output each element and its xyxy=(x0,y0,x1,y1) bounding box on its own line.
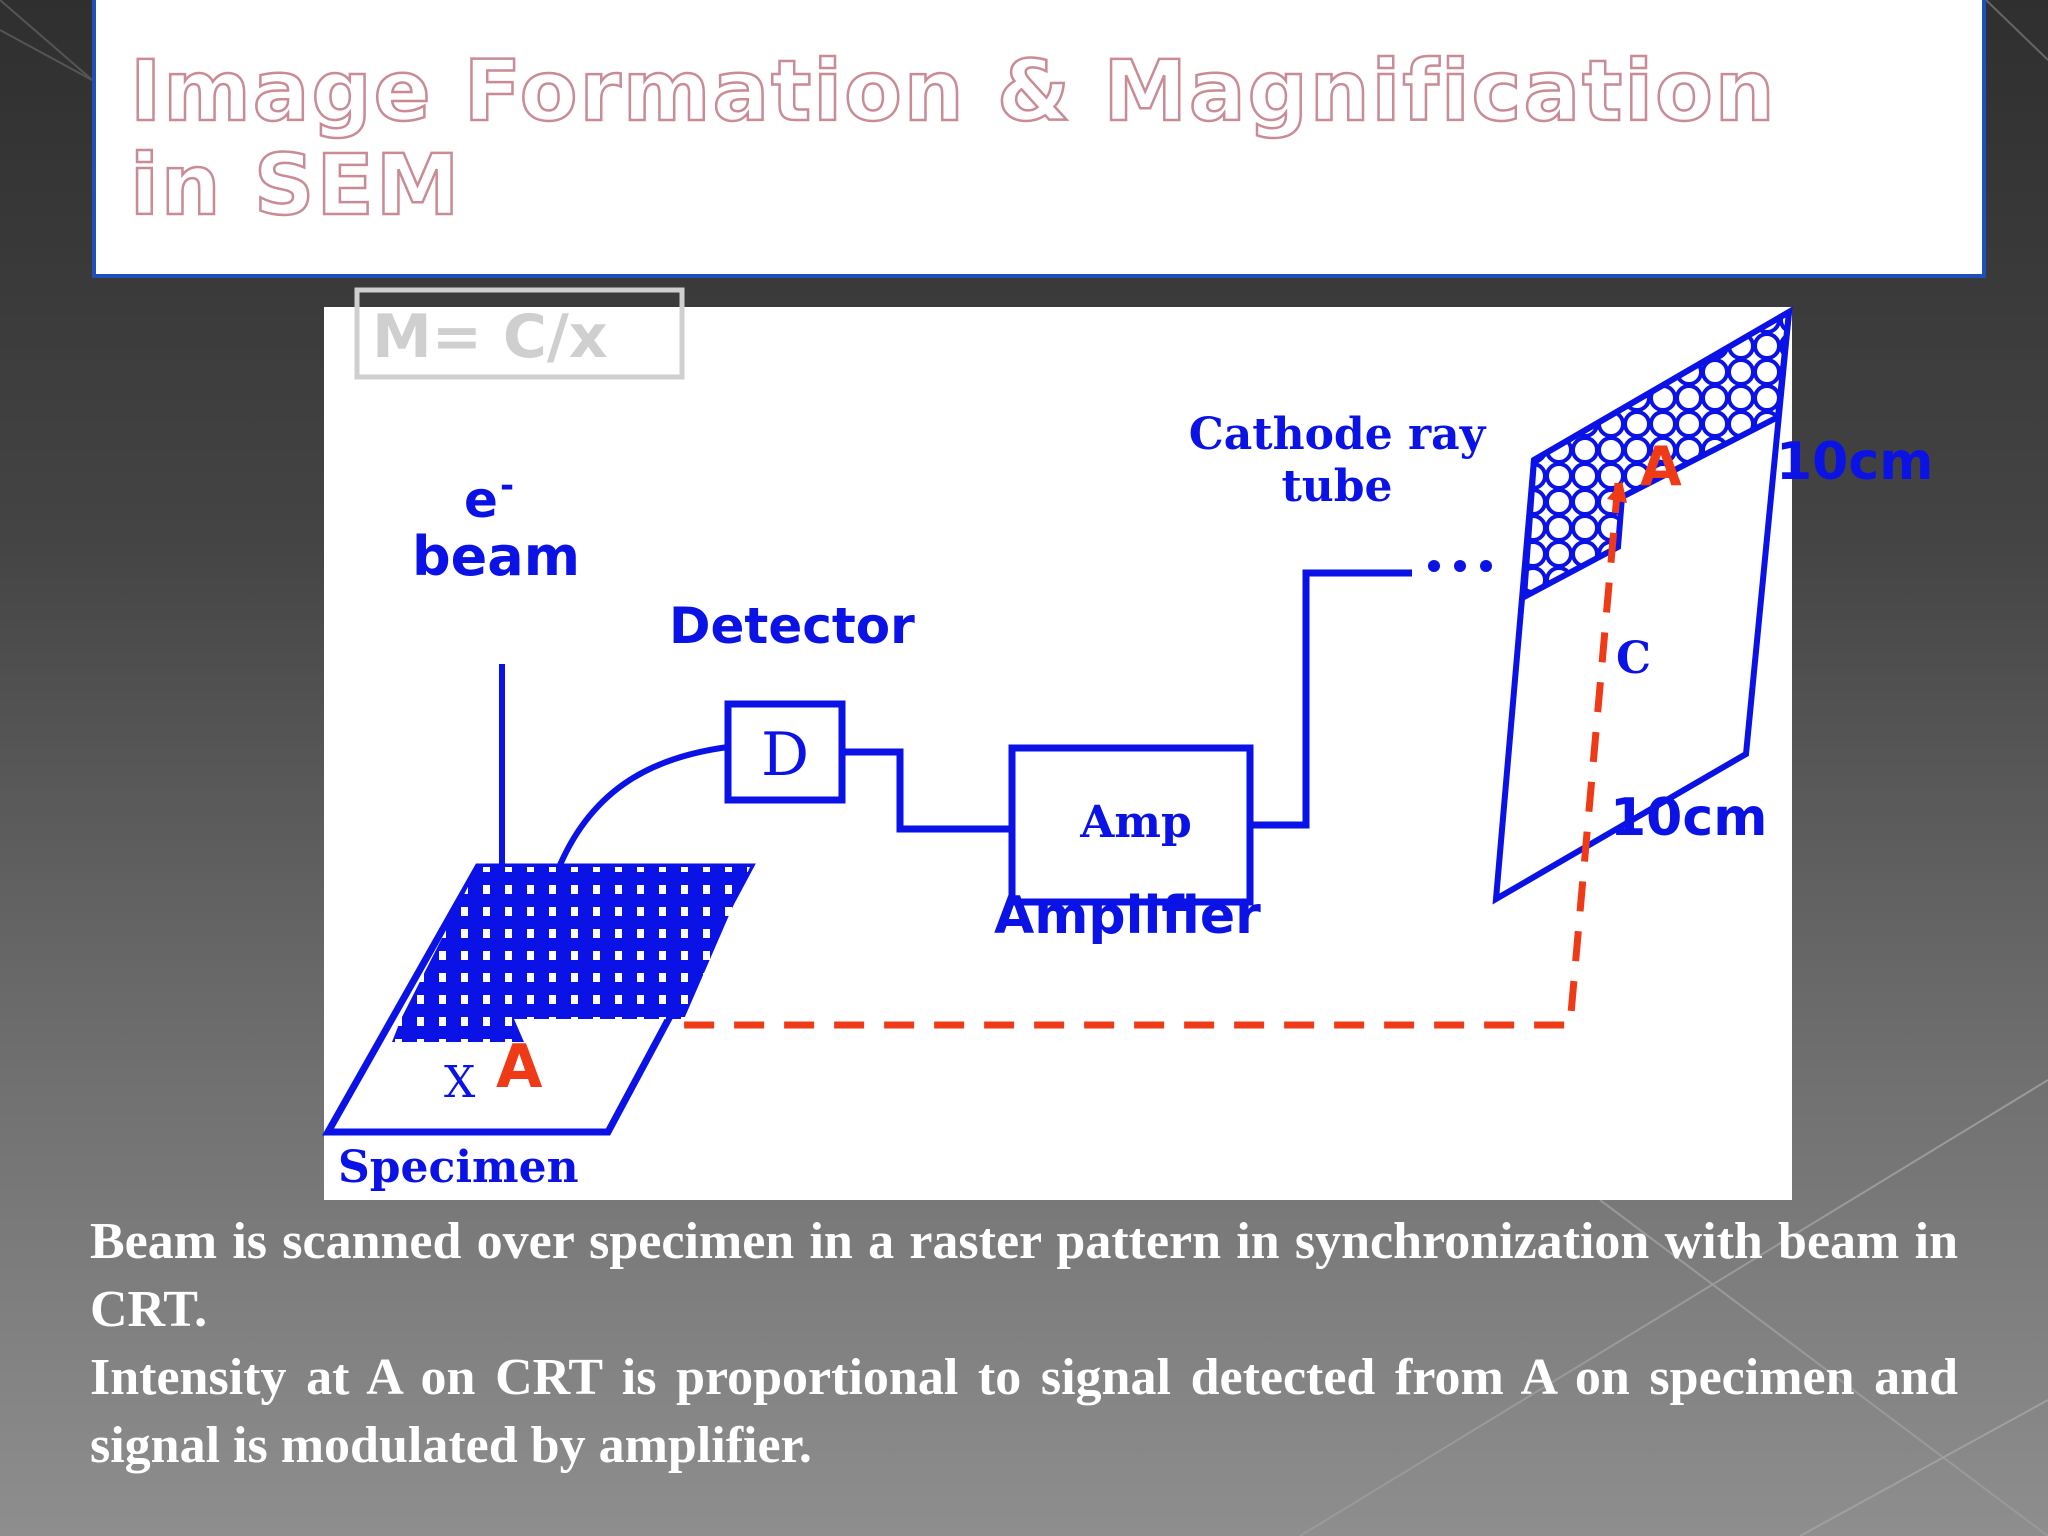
specimen-point-a-label: A xyxy=(496,1032,543,1102)
formula-box: M= C/x xyxy=(354,287,685,380)
amplifier-box: Amp xyxy=(1008,744,1254,906)
slide-caption: Beam is scanned over specimen in a raste… xyxy=(90,1208,1958,1480)
crt-label-line1: Cathode ray xyxy=(1189,409,1487,460)
crt-point-a-label: A xyxy=(1640,435,1682,498)
sem-diagram: M= C/x e - beam Detector D Amp Amplifier xyxy=(321,287,1933,1200)
crt-connection-dots xyxy=(1428,560,1492,572)
caption-line-2: Intensity at A on CRT is proportional to… xyxy=(90,1349,1958,1474)
beam-label-sup: - xyxy=(500,466,514,506)
crt-label-line2: tube xyxy=(1281,461,1392,512)
detector-cable xyxy=(557,744,729,867)
amplifier-label: Amplifier xyxy=(994,886,1261,946)
beam-label-e: e xyxy=(464,471,498,529)
dimension-c-label: C xyxy=(1616,633,1651,684)
crt-screen xyxy=(1492,306,1793,905)
title-banner xyxy=(92,0,1986,278)
beam-label: beam xyxy=(412,525,580,588)
detector-box: D xyxy=(724,700,846,804)
specimen-plate xyxy=(321,863,756,1136)
signal-arrowhead xyxy=(1607,481,1627,503)
detector-amp-wire xyxy=(842,748,1012,833)
caption-line-1: Beam is scanned over specimen in a raste… xyxy=(90,1213,1958,1338)
formula-text: M= C/x xyxy=(372,302,608,372)
detector-box-label: D xyxy=(761,720,809,790)
crt-width-label: 10cm xyxy=(1776,432,1933,492)
detector-label: Detector xyxy=(669,597,915,655)
dimension-x-label: X xyxy=(444,1057,476,1108)
amp-box-label: Amp xyxy=(1079,797,1191,848)
slide-title: Image Formation & Magnification in SEM xyxy=(129,42,1777,234)
specimen-label: Specimen xyxy=(338,1142,579,1193)
amp-crt-wire xyxy=(1250,569,1412,829)
crt-height-label: 10cm xyxy=(1610,788,1767,848)
